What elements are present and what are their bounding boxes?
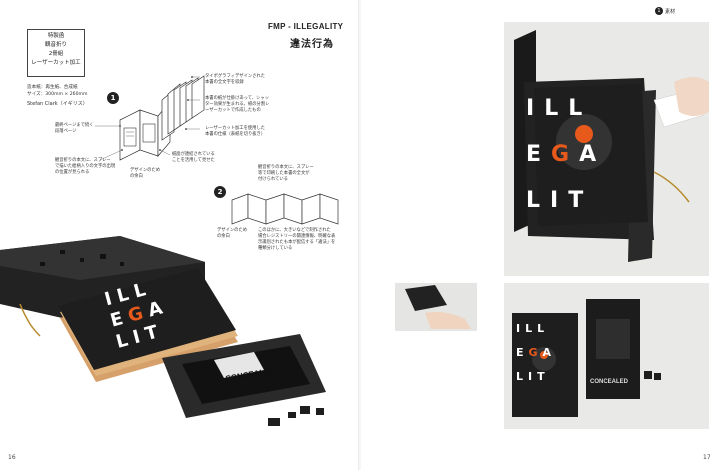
d1-note-left-bottom: 観音折りの本文に、スプレー で描いた絵柄入りの文字の出現 の位置が見られる [55,158,116,175]
right-page: 1 素材 ILL EGA LIT [361,0,721,470]
diagram-number-2: 2 [214,186,226,198]
spec-line-1: 特製函 [47,33,65,39]
d1-note-left-top: 最終ページまで続く 段落ページ [55,123,94,134]
chapter-number: 1 [655,7,663,15]
studio-credit: Stefan Clark（イギリス） [27,101,88,107]
left-page: 特製函 観音折り 2冊組 レーザーカット加工 造本紙：再生紙、合成紙 サイズ：3… [0,0,360,470]
project-title-jp: 違法行為 [290,39,334,50]
page-number-right: 17 [703,454,711,461]
cover-text-bottom-photo: ILL EGA LIT [516,322,557,383]
diagram-1-illustration [119,75,205,161]
case-label-bottom-photo: CONCEALED [590,379,629,385]
d1-note-top-right: タイポグラフィデザインされた 本書の全文字を収録 [205,74,266,85]
spec-box: 特製函 観音折り 2冊組 レーザーカット加工 [27,29,85,77]
diagram-number-1: 1 [107,92,119,104]
spec-line-3: 2冊組 [48,51,64,57]
gutter [358,0,362,470]
d1-note-center-bottom: デザインのため の余白 [130,168,161,179]
d2-note-bottom: このほかに、大きいなどで制作された 場合レジストリ一の関連情報、明確な表 示識別… [258,228,336,251]
d2-note-top: 観音折りの本文に、スプレー 等で印刷した本書の全文が 付けられている [258,165,314,182]
material-line-2: サイズ：300mm × 260mm [27,91,88,97]
open-case-cover-text: ILL EGA LIT [526,96,607,213]
main-book-photo [0,236,326,426]
materials-info: 造本紙：再生紙、合成紙 サイズ：300mm × 260mm [27,85,87,98]
d1-note-mid-right: 本書の紙が仕掛けあって、シャッ ター効果が生まれる。紙の分割レ ーザーカットで作… [205,96,270,113]
project-title-en: FMP - ILLEGALITY [268,22,344,31]
diagram-2-illustration [231,193,339,225]
material-line-1: 造本紙：再生紙、合成紙 [27,85,78,90]
photo-book-and-case: ILL EGA LIT CONCEALED [504,283,709,429]
chapter-label: 素材 [665,8,676,15]
chapter-marker: 1 素材 [655,7,675,15]
photo-open-case: ILL EGA LIT [504,22,709,276]
d1-note-lower-right: レーザーカット加工を使用した 本書の仕様（表紙を切り抜き） [205,126,266,137]
d1-note-center-right: 紙面が連結されている ことを活用して見せた [172,152,215,163]
spec-line-2: 観音折り [44,42,67,48]
page-number-left: 16 [8,454,16,461]
spec-line-4: レーザーカット加工 [31,60,81,66]
photo-open-case-art [514,30,709,262]
photo-hand-inset-art [405,285,471,329]
photo-hand-inset [395,283,477,331]
d2-note-left: デザインのため の余白 [217,228,248,239]
photo-book-and-case-art [512,299,661,417]
d1-leader-lines [95,75,200,161]
